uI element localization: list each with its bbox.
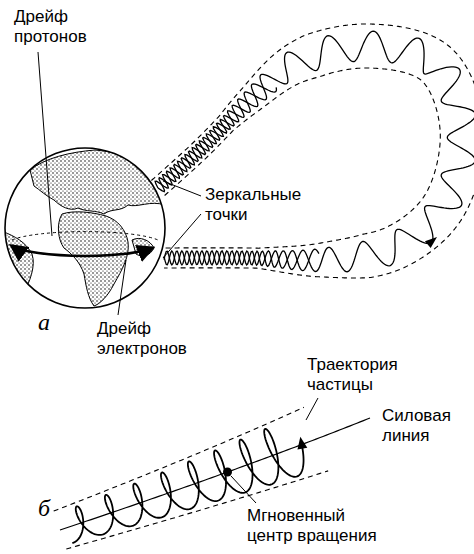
leader-line: [118, 260, 126, 315]
rotation-center-label: Мгновенный центр вращения: [245, 505, 383, 546]
rotation-center-dot: [223, 468, 232, 477]
guide-path: [158, 46, 462, 260]
trajectory-arrowhead: [297, 437, 307, 450]
drift-ring-back: [12, 232, 158, 240]
leader-line: [306, 398, 318, 420]
electron-drift-arrow: [85, 248, 152, 256]
leader-line: [38, 52, 52, 236]
leader-lines: [38, 52, 318, 503]
part-letter: б: [36, 494, 52, 524]
mirror-points-label: Зеркальные точки: [203, 184, 303, 225]
drift-label: Дрейф электронов: [95, 318, 189, 359]
earth-globe: [4, 148, 165, 308]
africa: [58, 212, 128, 306]
trajectory-arrowhead: [425, 237, 437, 248]
particle-trajectory: [155, 84, 276, 188]
south-america: [4, 232, 33, 296]
particle-trajectory: [158, 31, 474, 272]
part-letter: а: [36, 308, 52, 338]
proton-drift-arrow: [12, 246, 85, 256]
tube-boundary: [151, 24, 474, 278]
trajectory-label: Траектория частицы: [305, 354, 400, 395]
globe-outline: [5, 148, 165, 308]
drift-label: Дрейф протонов: [12, 6, 89, 47]
continents: [4, 150, 165, 306]
tube-boundary: [164, 68, 440, 248]
field-tube-a: [151, 24, 474, 278]
field-line-label: Силовая линия: [380, 405, 453, 446]
tube-boundary: [54, 407, 304, 511]
particle-trajectory: [164, 249, 319, 270]
eurasia: [30, 150, 165, 214]
